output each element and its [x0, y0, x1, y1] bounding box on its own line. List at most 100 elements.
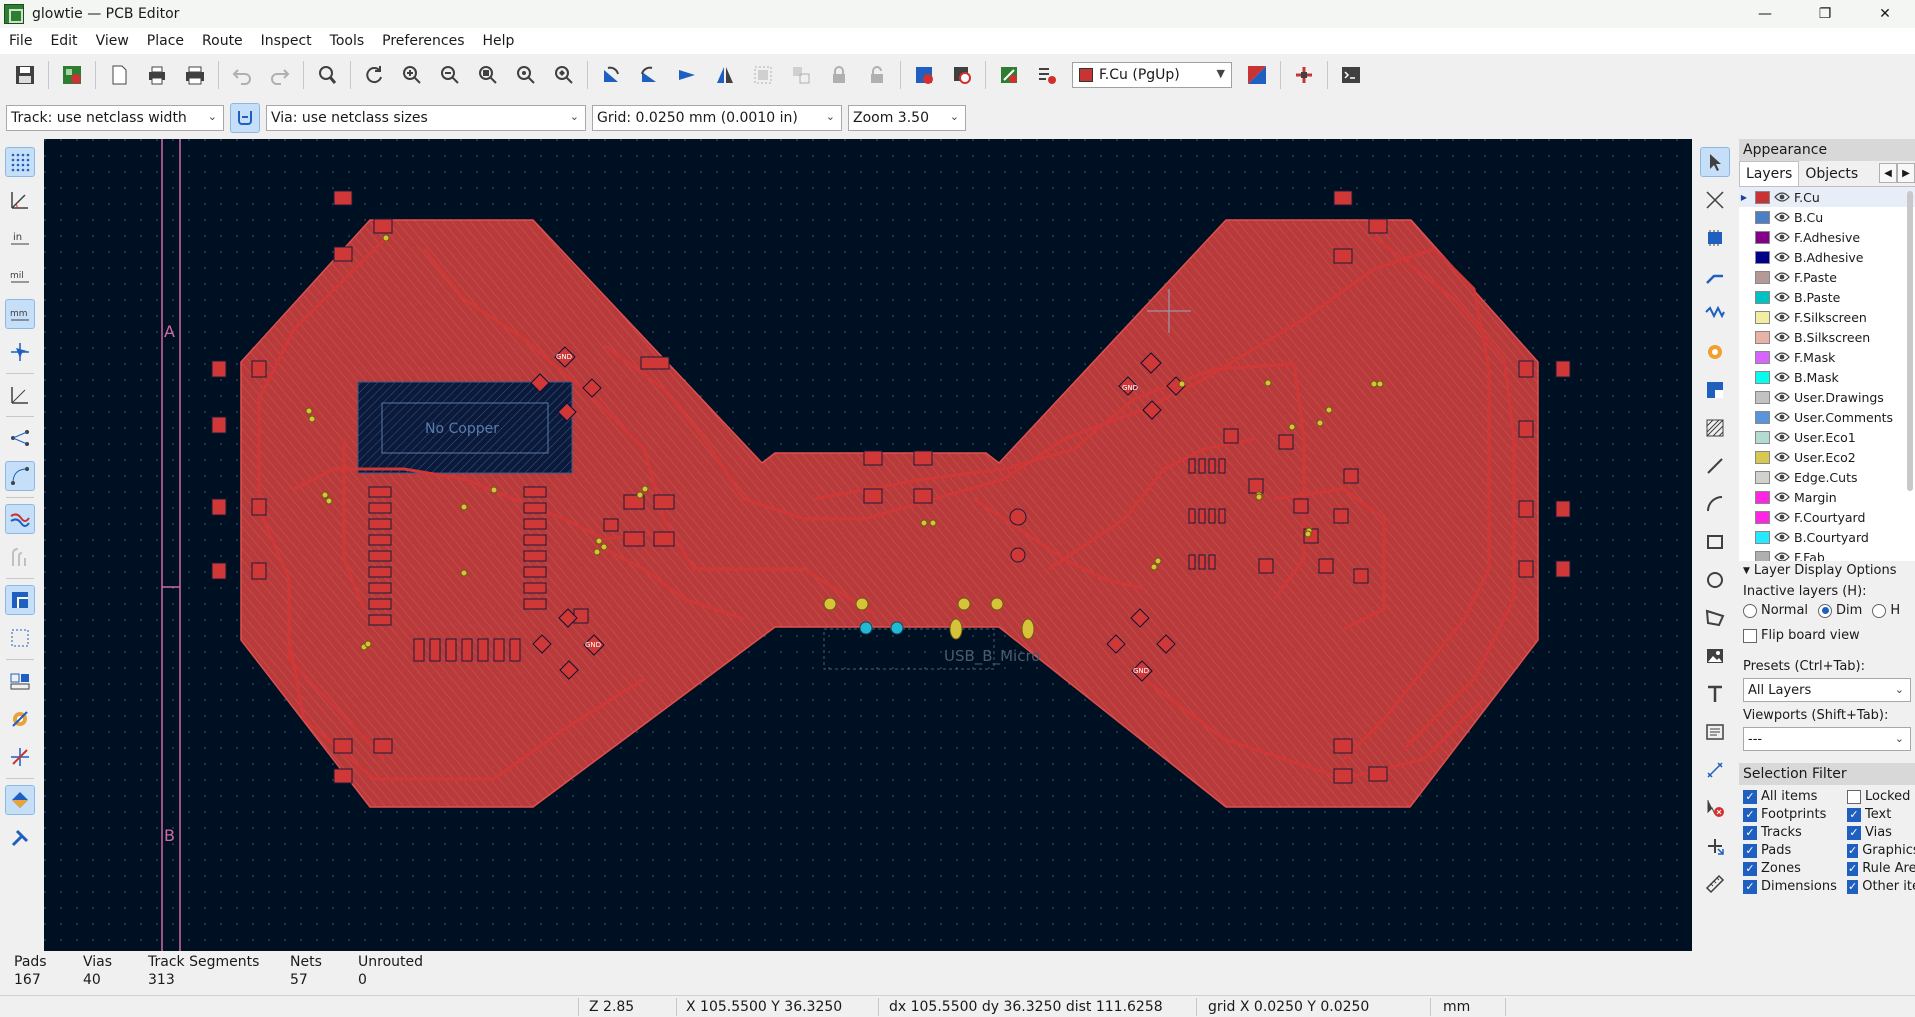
pad[interactable]	[211, 498, 227, 516]
selection-filter-item[interactable]: ✓Other items	[1847, 879, 1915, 894]
layer-row[interactable]: F.Mask	[1739, 347, 1915, 367]
eye-icon[interactable]	[1774, 311, 1790, 324]
selection-filter-checkbox[interactable]: ✓	[1743, 843, 1757, 858]
layer-list-scrollbar[interactable]	[1907, 191, 1913, 491]
layer-row[interactable]: B.Adhesive	[1739, 247, 1915, 267]
draw-rectangle-icon[interactable]	[1700, 527, 1730, 557]
mirror-icon[interactable]	[710, 60, 740, 90]
selection-filter-item[interactable]: ✓Tracks	[1743, 825, 1847, 840]
selection-filter-checkbox[interactable]: ✓	[1743, 861, 1757, 876]
selection-filter-checkbox[interactable]: ✓	[1847, 879, 1859, 894]
flip-board-checkbox[interactable]	[1743, 628, 1757, 643]
layer-row[interactable]: User.Comments	[1739, 407, 1915, 427]
eye-icon[interactable]	[1774, 511, 1790, 524]
delete-tool-icon[interactable]	[1700, 793, 1730, 823]
menu-preferences[interactable]: Preferences	[382, 33, 465, 49]
layer-row[interactable]: User.Drawings	[1739, 387, 1915, 407]
layer-color-swatch[interactable]	[1755, 290, 1770, 304]
auto-track-width-icon[interactable]	[230, 103, 260, 133]
layer-row[interactable]: Margin	[1739, 487, 1915, 507]
layer-color-swatch[interactable]	[1755, 270, 1770, 284]
select-tool-icon[interactable]	[1700, 147, 1730, 177]
layer-row[interactable]: F.Courtyard	[1739, 507, 1915, 527]
zoom-fit-icon[interactable]	[473, 60, 503, 90]
pad[interactable]	[1010, 547, 1026, 563]
tab-layers[interactable]: Layers	[1739, 161, 1800, 186]
grid-toggle-icon[interactable]	[5, 147, 35, 177]
eye-icon[interactable]	[1774, 351, 1790, 364]
pad[interactable]	[1518, 560, 1534, 578]
pad[interactable]	[913, 450, 933, 466]
pad[interactable]	[211, 562, 227, 580]
layer-row[interactable]: F.Silkscreen	[1739, 307, 1915, 327]
footprint-browser-icon[interactable]	[947, 60, 977, 90]
pad[interactable]	[211, 416, 227, 434]
add-dimension-icon[interactable]	[1700, 755, 1730, 785]
presets-select[interactable]: All Layers ⌄	[1743, 678, 1911, 702]
pad[interactable]	[1333, 768, 1353, 784]
pad[interactable]	[333, 246, 353, 262]
layer-color-swatch[interactable]	[1755, 330, 1770, 344]
pad-fill-icon[interactable]	[5, 666, 35, 696]
pad[interactable]	[913, 488, 933, 504]
selection-filter-item[interactable]: ✓Graphics	[1847, 843, 1915, 858]
eye-icon[interactable]	[1774, 291, 1790, 304]
track-outline-icon[interactable]	[5, 542, 35, 572]
eye-icon[interactable]	[1774, 531, 1790, 544]
zoom-objects-icon[interactable]	[511, 60, 541, 90]
layer-row[interactable]: B.Mask	[1739, 367, 1915, 387]
layer-color-swatch[interactable]	[1755, 550, 1770, 561]
tab-scroll-left-icon[interactable]: ◀	[1879, 163, 1897, 183]
add-footprint-icon[interactable]	[1700, 223, 1730, 253]
measure-tool-icon[interactable]	[1700, 869, 1730, 899]
layer-color-swatch[interactable]	[1755, 490, 1770, 504]
scripting-console-icon[interactable]	[1336, 60, 1366, 90]
layer-color-swatch[interactable]	[1755, 430, 1770, 444]
layer-row[interactable]: F.Fab	[1739, 547, 1915, 561]
led-footprints[interactable]	[530, 346, 1186, 682]
diff-pair-icon[interactable]	[1700, 299, 1730, 329]
zone-outline-icon[interactable]	[5, 623, 35, 653]
layer-color-swatch[interactable]	[1755, 410, 1770, 424]
menu-place[interactable]: Place	[146, 33, 185, 49]
menu-file[interactable]: File	[9, 33, 33, 49]
selection-filter-item[interactable]: ✓Dimensions	[1743, 879, 1847, 894]
undo-icon[interactable]	[227, 60, 257, 90]
eye-icon[interactable]	[1774, 331, 1790, 344]
layer-row[interactable]: B.Cu	[1739, 207, 1915, 227]
print-icon[interactable]	[142, 60, 172, 90]
units-inches-icon[interactable]: in	[5, 223, 35, 253]
radio-hide[interactable]	[1872, 603, 1887, 618]
eye-icon[interactable]	[1774, 451, 1790, 464]
snap-icon[interactable]	[5, 742, 35, 772]
layer-color-swatch[interactable]	[1755, 470, 1770, 484]
layer-row[interactable]: F.Paste	[1739, 267, 1915, 287]
radio-dim[interactable]	[1818, 603, 1833, 618]
eye-icon[interactable]	[1774, 471, 1790, 484]
flip-icon[interactable]	[672, 60, 702, 90]
pad[interactable]	[1518, 360, 1534, 378]
pad[interactable]	[1333, 248, 1353, 264]
measure-axes-icon[interactable]	[5, 380, 35, 410]
pad[interactable]	[251, 498, 267, 516]
pad[interactable]	[251, 360, 267, 378]
selection-filter-item[interactable]: ✓Footprints	[1743, 807, 1847, 822]
pad[interactable]	[211, 360, 227, 378]
draw-line-icon[interactable]	[1700, 451, 1730, 481]
pad[interactable]	[640, 356, 670, 370]
grid-origin-icon[interactable]	[1700, 831, 1730, 861]
vias[interactable]	[305, 234, 1384, 651]
selection-filter-item[interactable]: ✓Pads	[1743, 843, 1847, 858]
menu-route[interactable]: Route	[202, 33, 243, 49]
group-icon[interactable]	[748, 60, 778, 90]
local-ratsnest-icon[interactable]	[1700, 185, 1730, 215]
pad[interactable]	[333, 738, 353, 754]
selection-filter-checkbox[interactable]: ✓	[1743, 807, 1757, 822]
design-rules-icon[interactable]	[1032, 60, 1062, 90]
eye-icon[interactable]	[1774, 551, 1790, 561]
minimize-button[interactable]: —	[1758, 6, 1772, 22]
module-pads[interactable]	[368, 486, 547, 662]
layer-pair-icon[interactable]	[1242, 60, 1272, 90]
selection-filter-checkbox[interactable]: ✓	[1847, 843, 1859, 858]
